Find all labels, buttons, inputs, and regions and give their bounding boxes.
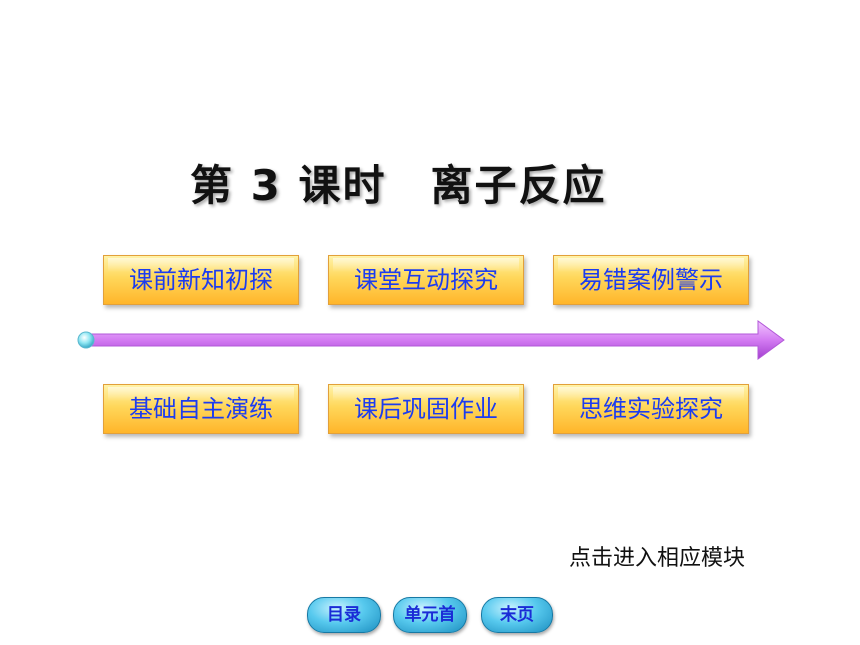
arrow-divider [77, 320, 785, 360]
classroom-interaction-label: 课堂互动探究 [354, 266, 498, 294]
pre-class-preview-label: 课前新知初探 [129, 266, 273, 294]
pre-class-preview-button[interactable]: 课前新知初探 [103, 255, 299, 305]
basic-practice-button[interactable]: 基础自主演练 [103, 384, 299, 434]
thinking-experiment-button[interactable]: 思维实验探究 [553, 384, 749, 434]
nav-unit-start-button[interactable]: 单元首 [393, 597, 467, 633]
thinking-experiment-label: 思维实验探究 [579, 395, 723, 423]
nav-last-page-button[interactable]: 末页 [481, 597, 553, 633]
arrow-shape [81, 320, 785, 360]
error-case-warning-button[interactable]: 易错案例警示 [553, 255, 749, 305]
page-title: 第 3 课时离子反应 [190, 152, 606, 212]
error-case-warning-label: 易错案例警示 [579, 266, 723, 294]
homework-consolidation-button[interactable]: 课后巩固作业 [328, 384, 524, 434]
hint-text: 点击进入相应模块 [569, 546, 746, 571]
nav-unit-start-label: 单元首 [404, 605, 456, 625]
nav-last-page-label: 末页 [500, 605, 534, 625]
classroom-interaction-button[interactable]: 课堂互动探究 [328, 255, 524, 305]
nav-contents-button[interactable]: 目录 [307, 597, 381, 633]
homework-consolidation-label: 课后巩固作业 [354, 395, 498, 423]
lesson-topic: 离子反应 [430, 161, 607, 210]
nav-contents-label: 目录 [327, 605, 361, 625]
basic-practice-label: 基础自主演练 [129, 395, 273, 423]
arrow-start-dot [77, 331, 95, 349]
lesson-number: 第 3 课时 [190, 161, 387, 210]
